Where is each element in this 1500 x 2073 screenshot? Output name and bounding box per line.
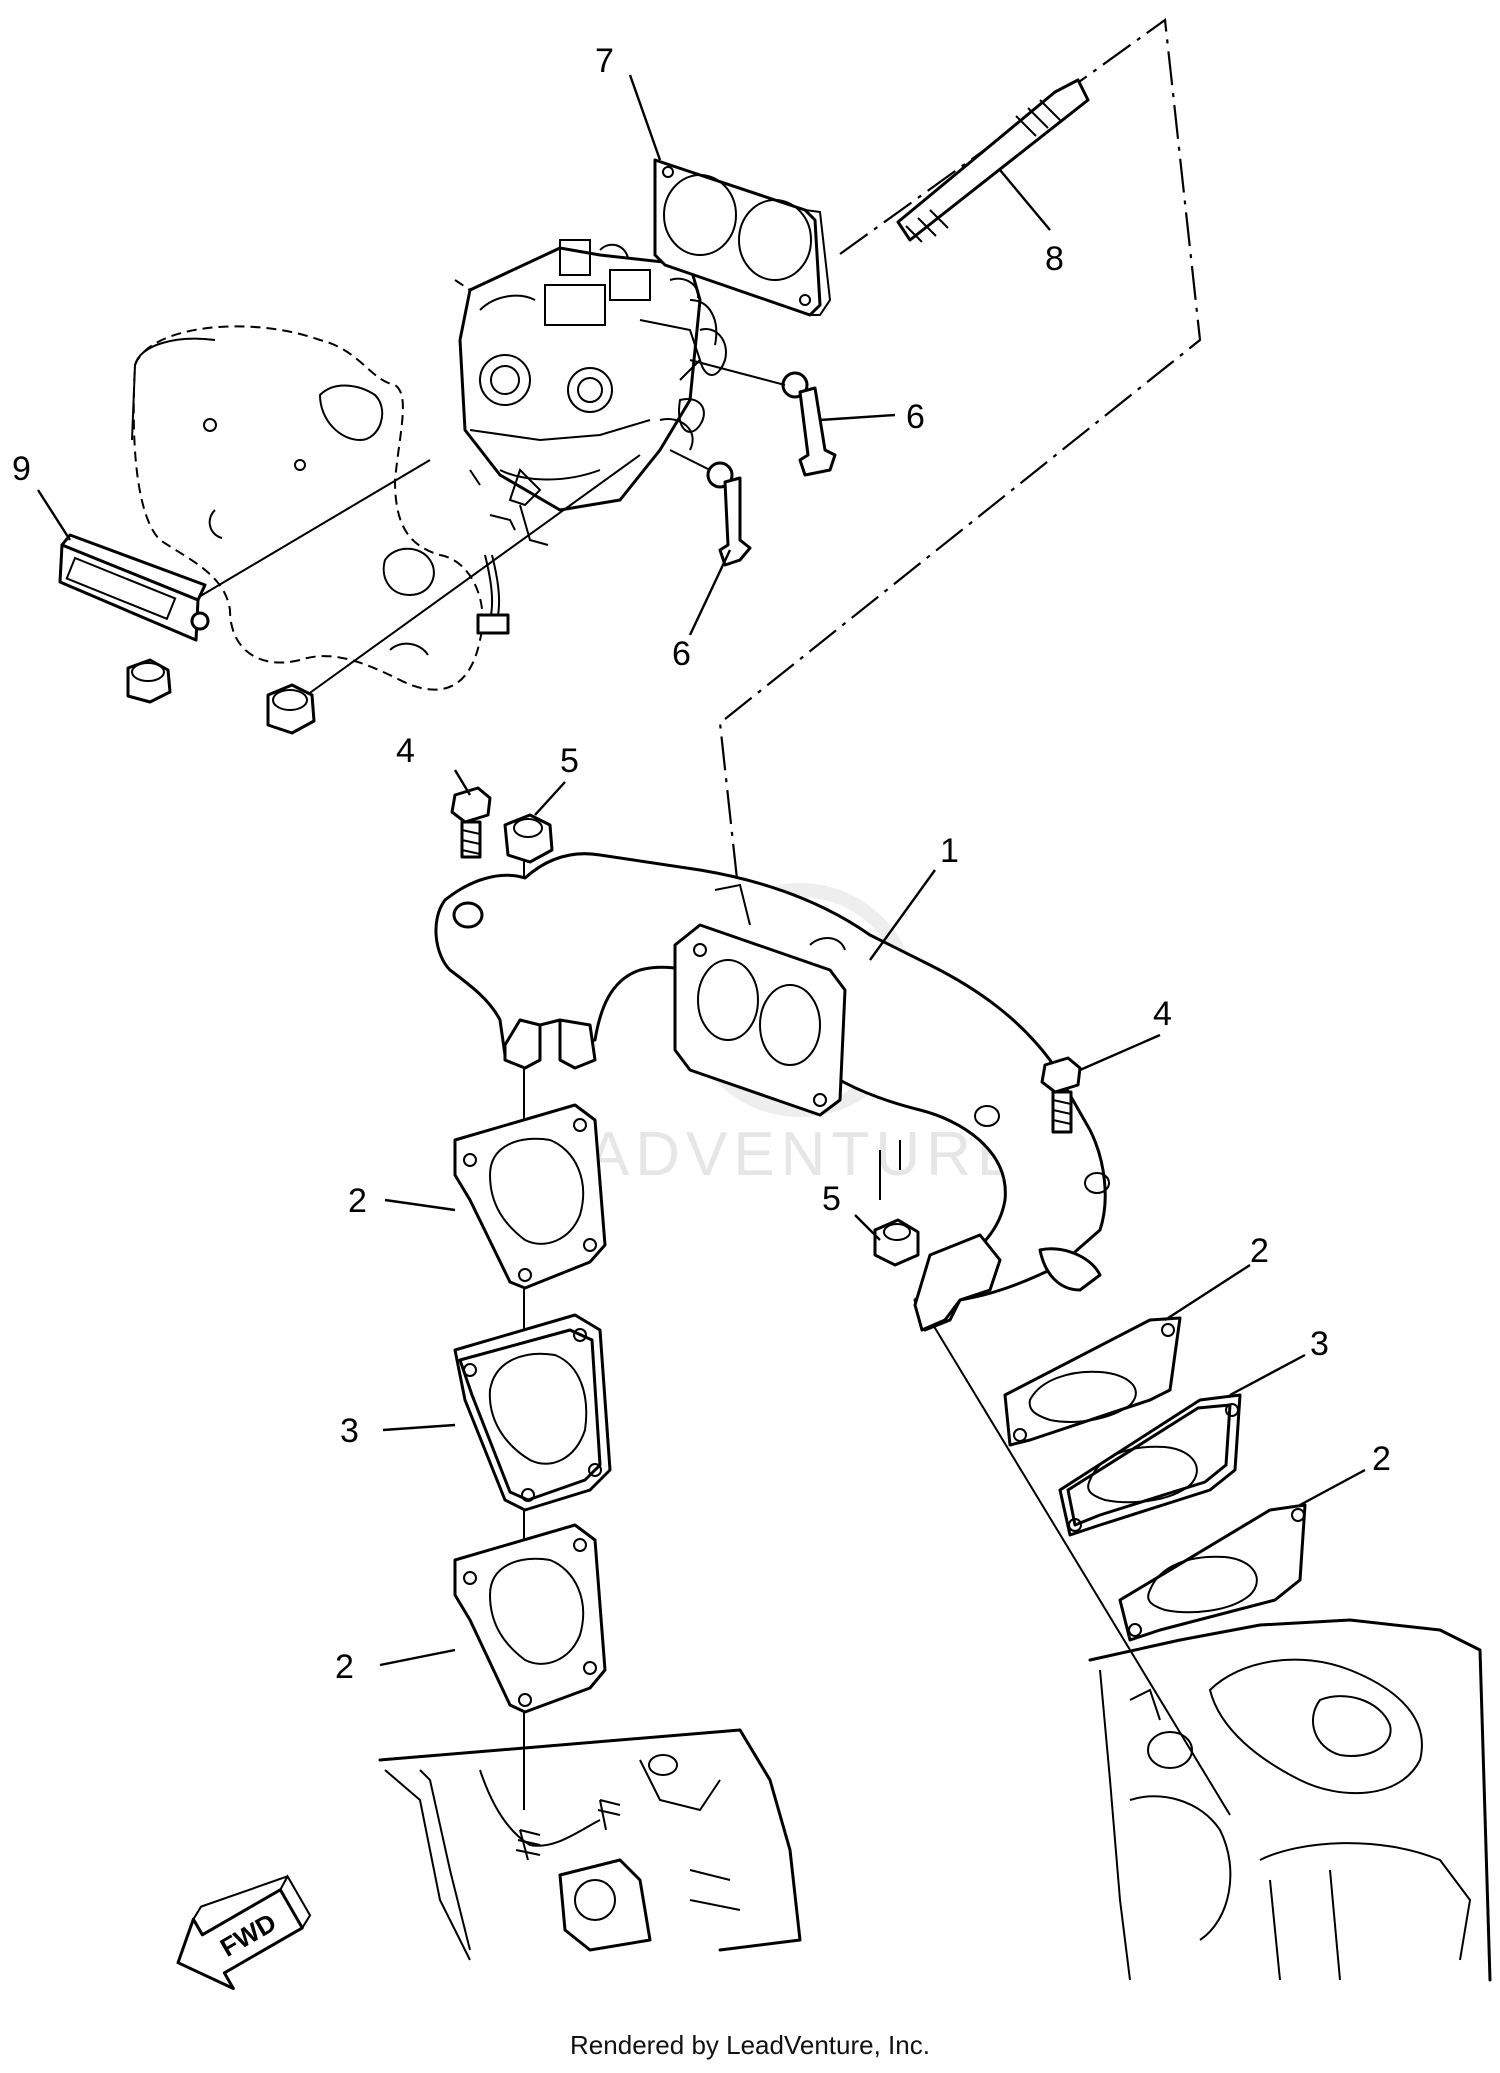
callout-4-upper: 4 xyxy=(396,732,415,770)
callout-6-lower: 6 xyxy=(672,635,691,673)
part-9-plate xyxy=(58,533,210,642)
cylinder-head-left xyxy=(378,1728,802,1961)
footer-credit: Rendered by LeadVenture, Inc. xyxy=(570,2030,930,2060)
callout-9: 9 xyxy=(12,450,31,488)
cylinder-head-right xyxy=(1088,1618,1492,1982)
part-2-gasket-left-lower xyxy=(453,1523,607,1714)
callout-6-upper: 6 xyxy=(906,398,925,436)
part-3-gasket-left xyxy=(453,1313,612,1512)
callout-1: 1 xyxy=(940,832,959,870)
carburetor xyxy=(454,239,727,635)
part-2-gasket-right-lower xyxy=(1118,1503,1307,1642)
callout-8: 8 xyxy=(1045,240,1064,278)
callout-5-right: 5 xyxy=(822,1180,841,1218)
part-2-gasket-right-upper xyxy=(1003,1316,1182,1447)
callout-5-upper: 5 xyxy=(560,742,579,780)
fwd-arrow: FWD xyxy=(176,1874,312,1990)
part-4-bolt-upper xyxy=(450,786,492,859)
callout-2-right-upper: 2 xyxy=(1250,1232,1269,1270)
part-6-link-lower xyxy=(669,449,752,567)
callout-2-left-upper: 2 xyxy=(348,1182,367,1220)
part-3-gasket-right xyxy=(1058,1393,1242,1537)
callout-3-left: 3 xyxy=(340,1412,359,1450)
callout-3-right: 3 xyxy=(1310,1325,1329,1363)
callout-2-right-lower: 2 xyxy=(1372,1440,1391,1478)
callout-4-right: 4 xyxy=(1153,995,1172,1033)
part-2-gasket-left-upper xyxy=(453,1103,607,1290)
part-9-nut xyxy=(126,658,172,704)
part-4-bolt-right xyxy=(1040,1056,1082,1134)
airbox-cover xyxy=(131,325,484,691)
part-5-nut-upper xyxy=(503,813,554,864)
leader-lines xyxy=(36,74,1366,1667)
part-5-nut-right xyxy=(873,1218,920,1267)
callout-7: 7 xyxy=(595,42,614,80)
part-8-stud xyxy=(896,78,1090,243)
part-5-nut-upper-left xyxy=(266,683,316,735)
part-6-link-upper xyxy=(689,359,837,477)
part-7-gasket xyxy=(653,158,832,317)
callout-2-left-lower: 2 xyxy=(335,1648,354,1686)
part-1-intake-manifold xyxy=(434,852,1110,1332)
callouts: 7 8 9 6 6 4 5 1 4 2 5 2 3 3 2 2 xyxy=(12,42,1391,1686)
